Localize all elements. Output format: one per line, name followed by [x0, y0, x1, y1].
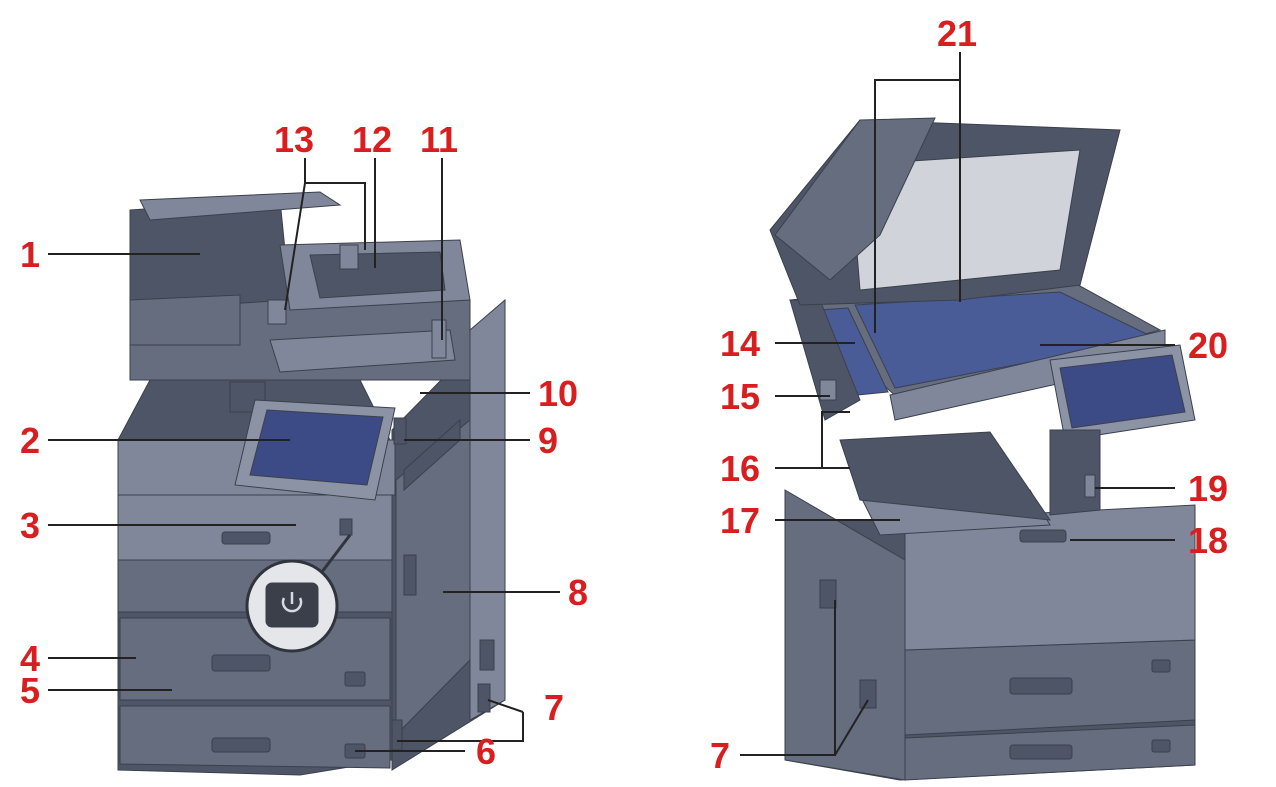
job-separator-r [839, 431, 1052, 521]
cassette-2 [119, 705, 391, 769]
side-handle-r-2 [859, 679, 877, 709]
leader-7a [397, 712, 524, 742]
touch-panel-screen-r [1059, 354, 1186, 429]
callout-4: 4 [20, 638, 40, 679]
touch-panel-screen [249, 409, 384, 486]
original-width-guide-right [339, 244, 359, 270]
front-cover-handle [221, 531, 271, 545]
cassette-2-r-handle [1009, 744, 1073, 760]
callout-11: 11 [420, 119, 458, 160]
callout-15: 15 [720, 376, 760, 417]
power-icon [281, 592, 303, 613]
callout-3: 3 [20, 505, 40, 546]
callout-7a: 7 [544, 687, 564, 728]
callout-9: 9 [538, 420, 558, 461]
rear-port-1 [479, 639, 495, 671]
callout-19: 19 [1188, 468, 1228, 509]
original-eject-table [269, 329, 456, 373]
handle-left-front [391, 719, 403, 751]
callout-14: 14 [720, 323, 760, 364]
leader-7b-b [834, 699, 869, 756]
callout-labels: 1 2 3 4 5 6 7 8 9 10 11 12 13 14 15 16 1… [20, 13, 1228, 776]
original-width-guide-left [267, 299, 287, 325]
document-processor-front [129, 294, 241, 346]
power-button [265, 582, 319, 628]
callout-16: 16 [720, 448, 760, 489]
callout-8: 8 [568, 572, 588, 613]
cassette-1-r-ind [1151, 659, 1171, 673]
callout-5: 5 [20, 670, 40, 711]
printer-open-view [769, 117, 1196, 781]
printer-front-view [117, 191, 506, 776]
original-stopper [431, 319, 447, 359]
main-power-switch [339, 518, 353, 536]
callout-21: 21 [937, 13, 977, 54]
cassette-1-indicator [344, 671, 366, 687]
lid-inner-mat [849, 149, 1081, 291]
original-tray-inner [309, 251, 446, 299]
cassette-2-r-ind [1151, 739, 1171, 753]
leader-16 [775, 411, 850, 469]
callout-7b: 7 [710, 735, 730, 776]
cassette-1-r-handle [1009, 677, 1073, 695]
document-processor-top [139, 191, 342, 221]
lid-adf-block [774, 117, 936, 281]
front-cover-r-handle [1019, 529, 1067, 543]
leader-13 [304, 158, 366, 250]
handle-left-side [477, 683, 491, 713]
cassette-2-handle [211, 737, 271, 753]
right-cover-latch [403, 554, 417, 596]
callout-13: 13 [274, 119, 314, 160]
callout-20: 20 [1188, 325, 1228, 366]
leader-13-b [284, 182, 306, 311]
panel-column-r [1049, 429, 1101, 516]
usb-slot-r [1084, 474, 1096, 498]
callout-10: 10 [538, 373, 578, 414]
callout-1: 1 [20, 234, 40, 275]
callout-12: 12 [352, 119, 392, 160]
rear-panel [469, 298, 506, 721]
callout-6: 6 [476, 731, 496, 772]
cassette-1-handle [211, 654, 271, 672]
leader-7a-b [487, 699, 524, 713]
side-handle-r-1 [819, 579, 837, 609]
leader-21 [874, 79, 961, 333]
callout-17: 17 [720, 500, 760, 541]
leader-lines [48, 52, 1175, 756]
callout-2: 2 [20, 420, 40, 461]
callout-18: 18 [1188, 520, 1228, 561]
usb-memory-slot [393, 417, 407, 445]
